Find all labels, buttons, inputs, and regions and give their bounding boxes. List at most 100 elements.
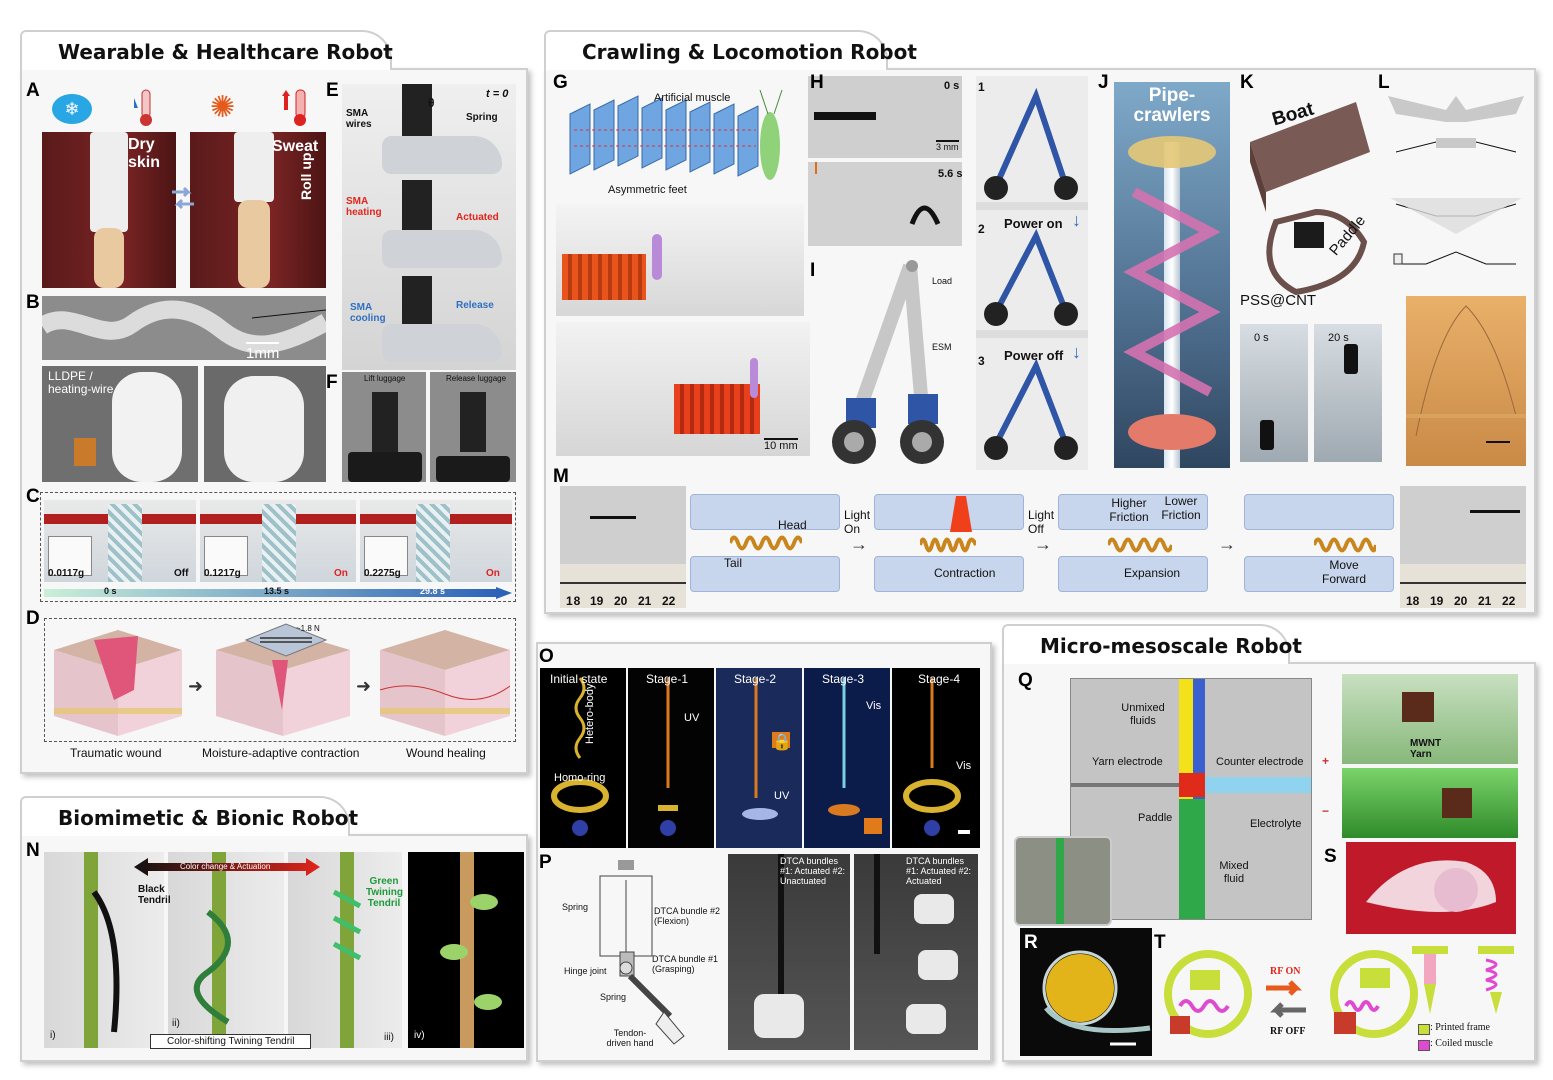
head-label: Head bbox=[778, 518, 807, 532]
arrow-d-1: ➜ bbox=[188, 676, 204, 696]
tendril-photo-3 bbox=[288, 852, 402, 1048]
luggage-photo-1 bbox=[342, 372, 426, 482]
reading-1: 0.0117g bbox=[48, 568, 85, 579]
m-stage3-bottom bbox=[1058, 556, 1208, 592]
release-luggage-label: Release luggage bbox=[446, 374, 507, 383]
p-hand-label: Tendon-driven hand bbox=[606, 1028, 654, 1048]
caterpillar-model bbox=[560, 84, 804, 200]
pss-cnt-label: PSS@CNT bbox=[1240, 292, 1317, 309]
o-label-stage4: Stage-4 bbox=[918, 672, 961, 686]
state-2: On bbox=[334, 568, 348, 579]
actuation-arrow bbox=[134, 858, 320, 876]
sma-wires-label: SMA wires bbox=[346, 108, 372, 130]
load-label: Load bbox=[932, 276, 953, 286]
move-forward-label: Move Forward bbox=[1321, 558, 1366, 586]
t-screw-1 bbox=[1410, 944, 1450, 1016]
time-t0: t = 0 bbox=[486, 88, 509, 100]
p-photo-1 bbox=[728, 854, 850, 1050]
panel-label-o: O bbox=[539, 646, 554, 667]
legend-coiled-muscle: : Coiled muscle bbox=[1430, 1038, 1493, 1049]
m-stage4-bottom bbox=[1244, 556, 1394, 592]
actuation-frame-1 bbox=[44, 500, 196, 582]
h-frame-56s bbox=[808, 162, 962, 246]
stage-contraction: Moisture-adaptive contraction bbox=[202, 746, 360, 760]
o-label-stage1: Stage-1 bbox=[646, 672, 689, 686]
panel-label-f: F bbox=[326, 372, 338, 393]
arrow-d-2: ➜ bbox=[356, 676, 372, 696]
panel-label-c: C bbox=[26, 486, 40, 507]
counter-electrode-label: Counter electrode bbox=[1216, 756, 1304, 768]
p-schematic bbox=[560, 856, 724, 1052]
wound-block-2 bbox=[216, 620, 350, 736]
force-label: ~1.8 N bbox=[296, 624, 320, 633]
plus-terminal: + bbox=[1322, 754, 1330, 768]
panel-label-h: H bbox=[810, 72, 824, 93]
o-stage-initial bbox=[540, 668, 626, 848]
time-0: 0 s bbox=[104, 586, 117, 596]
uv-label-2: UV bbox=[774, 790, 790, 802]
pipe-crawler-render bbox=[1114, 82, 1230, 468]
mwnt-yarn-label: MWNT Yarn bbox=[1410, 738, 1442, 760]
ruler-start: 22 bbox=[662, 594, 676, 608]
scale-bar-1mm: 1mm bbox=[246, 342, 280, 362]
uv-label-1: UV bbox=[684, 712, 700, 724]
m-stage2-bottom bbox=[874, 556, 1024, 592]
p-photo-2 bbox=[854, 854, 978, 1050]
m-stage1-bottom bbox=[690, 556, 840, 592]
dry-skin-label: Dry skin bbox=[128, 136, 161, 171]
state-3: On bbox=[486, 568, 500, 579]
p-spring-label: Spring bbox=[562, 902, 589, 912]
time-2: 29.8 s bbox=[420, 586, 446, 596]
panel-label-e: E bbox=[326, 80, 339, 101]
light-on-label: Light On bbox=[844, 508, 871, 536]
wound-block-3 bbox=[380, 630, 510, 736]
ruler-start: 18 bbox=[566, 594, 582, 608]
o-stage-3 bbox=[804, 668, 890, 848]
section-title-micro: Micro-mesoscale Robot bbox=[1002, 624, 1302, 664]
actuation-label: Color change & Actuation bbox=[180, 862, 271, 871]
thermometer-icon bbox=[132, 88, 160, 128]
panel-label-t: T bbox=[1154, 932, 1166, 953]
snowflake-icon: ❄ bbox=[52, 94, 92, 124]
step-3: 3 bbox=[978, 354, 985, 368]
arrow-m-2: → bbox=[1034, 534, 1052, 554]
light-cone-icon bbox=[950, 496, 972, 532]
m-photo-start bbox=[560, 486, 686, 608]
homo-ring-label: Homo-ring bbox=[554, 772, 606, 784]
stage-traumatic: Traumatic wound bbox=[70, 746, 162, 760]
mixed-fluid-label: Mixed fluid bbox=[1219, 860, 1249, 885]
m-stage4-top bbox=[1244, 494, 1394, 530]
crawler-photo-2 bbox=[556, 322, 810, 456]
sub-ii: ii) bbox=[172, 1018, 180, 1029]
panel-label-b: B bbox=[26, 292, 40, 313]
ruler-end: 21 bbox=[1478, 594, 1492, 608]
contraction-label: Contraction bbox=[934, 566, 996, 580]
release-label: Release bbox=[456, 300, 494, 311]
crawler-photo-1 bbox=[556, 204, 804, 316]
glove-photo-2 bbox=[204, 366, 326, 482]
jumper-schematic bbox=[1386, 84, 1526, 284]
panel-label-a: A bbox=[26, 80, 40, 101]
section-title-biomimetic: Biomimetic & Bionic Robot bbox=[20, 796, 358, 836]
arrow-m-1: → bbox=[850, 534, 868, 554]
time-arrow bbox=[44, 586, 512, 599]
pipe-crawlers-title: Pipe-crawlers bbox=[1133, 85, 1211, 126]
h-time-0s: 0 s bbox=[944, 80, 960, 92]
electrolyte-label: Electrolyte bbox=[1250, 818, 1302, 830]
h-frame-0s bbox=[808, 76, 962, 158]
power-off-label: Power off bbox=[1004, 348, 1064, 363]
tail-label: Tail bbox=[724, 556, 743, 570]
reading-2: 0.1217g bbox=[204, 568, 241, 579]
boat-model bbox=[1246, 82, 1372, 308]
rf-off-label: RF OFF bbox=[1270, 1026, 1306, 1037]
boat-photo-20s bbox=[1314, 324, 1382, 462]
coil-icon bbox=[728, 532, 804, 554]
coil-icon bbox=[918, 534, 978, 556]
panel-label-q: Q bbox=[1018, 670, 1033, 691]
panel-label-r: R bbox=[1024, 932, 1038, 953]
t-actuator-off bbox=[1160, 946, 1256, 1042]
sma-cooling-label: SMA cooling bbox=[350, 302, 386, 324]
p-dtca1-label: DTCA bundle #1 (Grasping) bbox=[652, 954, 719, 974]
section-title-crawling: Crawling & Locomotion Robot bbox=[544, 30, 917, 70]
panel-label-k: K bbox=[1240, 72, 1254, 93]
